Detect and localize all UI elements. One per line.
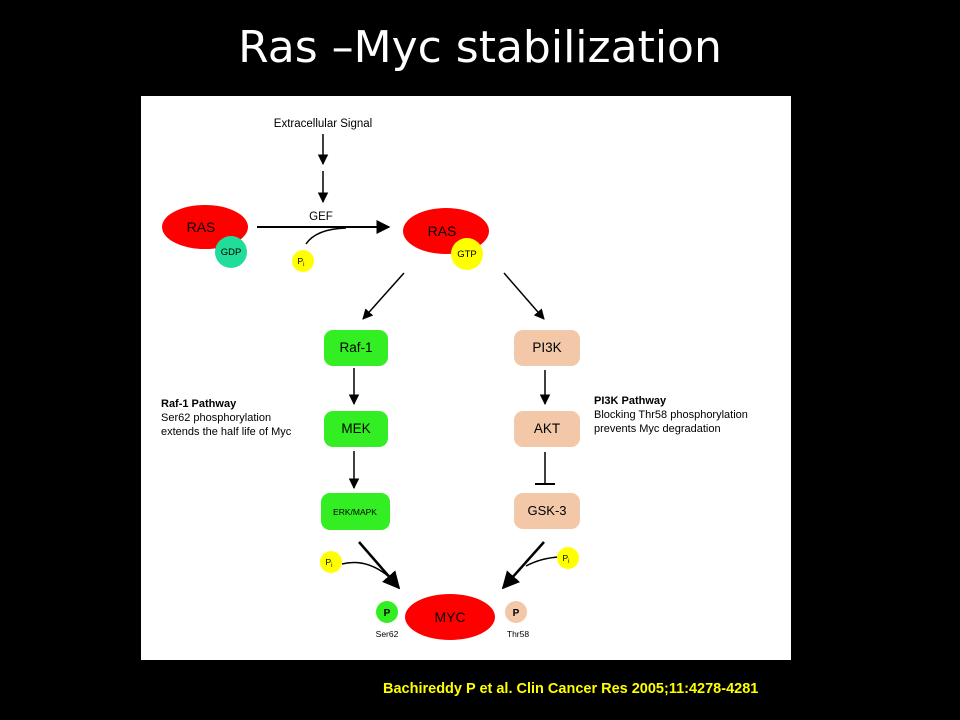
thr58-label: Thr58 <box>507 629 529 639</box>
ras-active-label: RAS <box>428 223 457 239</box>
pi-left-circle <box>320 551 342 573</box>
raf1-node <box>324 330 388 366</box>
pi3k-node <box>514 330 580 366</box>
akt-node <box>514 411 580 447</box>
gtp-shape <box>451 238 483 270</box>
pi-right-subscript: i <box>568 559 569 565</box>
pathway-figure: Extracellular Signal RAS GDP GEF Pi RAS … <box>141 96 791 660</box>
pi-circle <box>292 250 314 272</box>
raf1-pathway-heading: Raf-1 Pathway <box>161 398 237 410</box>
svg-text:Pi: Pi <box>325 557 332 569</box>
arrow-ras-to-raf1 <box>362 272 405 320</box>
pi-left-curve <box>341 561 389 577</box>
thr58-phospho-circle <box>505 601 527 623</box>
svg-text:Pi: Pi <box>297 256 304 268</box>
gsk3-label: GSK-3 <box>527 503 566 518</box>
ser62-label: Ser62 <box>376 629 399 639</box>
pi-left: Pi <box>320 551 342 573</box>
pi-right-curve <box>525 556 560 567</box>
pi-right: Pi <box>557 547 579 569</box>
ser62-phospho-circle <box>376 601 398 623</box>
raf1-pathway-line2: extends the half life of Myc <box>161 426 292 438</box>
slide-title: Ras –Myc stabilization <box>238 22 722 73</box>
mek-label: MEK <box>341 421 370 436</box>
pi3k-pathway-line1: Blocking Thr58 phosphorylation <box>594 409 748 421</box>
arrow-ras-to-pi3k <box>503 272 545 320</box>
ser62-phospho-badge: P <box>384 608 391 619</box>
ras-gdp-complex: RAS GDP <box>162 205 248 268</box>
gtp-label: GTP <box>457 249 477 260</box>
arrow-erk-to-myc <box>358 541 401 590</box>
arrow-gsk3-to-myc <box>501 541 545 590</box>
pi-right-circle <box>557 547 579 569</box>
myc-shape <box>405 594 495 640</box>
pi3k-label: PI3K <box>532 340 561 355</box>
pi-right-symbol: P <box>562 553 568 563</box>
gdp-shape <box>215 236 247 268</box>
pi-released: Pi <box>292 250 314 272</box>
gef-label: GEF <box>309 211 333 223</box>
akt-label: AKT <box>534 421 560 436</box>
myc-label: MYC <box>434 609 465 625</box>
ras-gtp-complex: RAS GTP <box>403 208 489 270</box>
pathway-diagram: Extracellular Signal RAS GDP GEF Pi RAS … <box>161 118 748 640</box>
raf1-label: Raf-1 <box>339 340 372 355</box>
extracellular-signal-label: Extracellular Signal <box>274 118 372 130</box>
raf1-pathway-line1: Ser62 phosphorylation <box>161 412 271 424</box>
erk-label: ERK/MAPK <box>333 507 377 517</box>
svg-text:Pi: Pi <box>562 553 569 565</box>
thr58-phospho-badge: P <box>513 608 520 619</box>
erk-node <box>321 493 390 530</box>
gdp-label: GDP <box>221 247 242 258</box>
myc-complex: MYC P Ser62 P Thr58 <box>376 594 529 640</box>
pi-release-curve <box>305 227 347 245</box>
gsk3-node <box>514 493 580 529</box>
pi3k-pathway-heading: PI3K Pathway <box>594 395 667 407</box>
pi3k-pathway-line2: prevents Myc degradation <box>594 423 721 435</box>
ras-inactive-label: RAS <box>187 219 216 235</box>
pi-subscript: i <box>303 262 304 268</box>
pi-left-symbol: P <box>325 557 331 567</box>
pi-symbol: P <box>297 256 303 266</box>
citation: Bachireddy P et al. Clin Cancer Res 2005… <box>383 681 759 697</box>
pi-left-subscript: i <box>331 563 332 569</box>
mek-node <box>324 411 388 447</box>
